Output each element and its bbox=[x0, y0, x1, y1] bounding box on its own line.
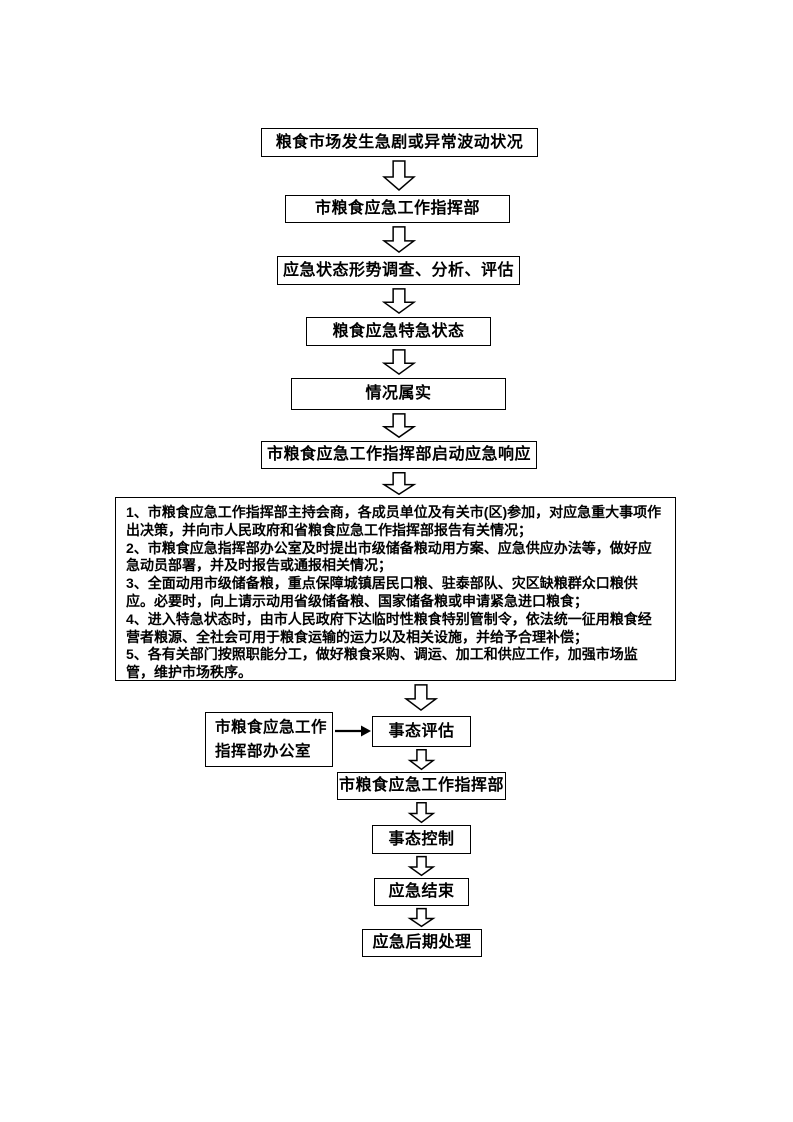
right-arrow-icon bbox=[335, 725, 371, 737]
down-arrow-icon bbox=[405, 684, 437, 711]
response-measures-box: 1、市粮食应急工作指挥部主持会商，各成员单位及有关市(区)参加，对应急重大事项作… bbox=[115, 497, 676, 681]
down-arrow-icon bbox=[383, 288, 415, 314]
flow-node-command-hq-2: 市粮食应急工作指挥部 bbox=[337, 772, 506, 800]
down-arrow-icon bbox=[383, 160, 415, 191]
flow-node-post-processing: 应急后期处理 bbox=[362, 929, 482, 957]
flow-node-urgent-state: 粮食应急特急状态 bbox=[306, 317, 491, 346]
flow-node-emergency-end: 应急结束 bbox=[374, 878, 469, 906]
down-arrow-icon bbox=[383, 413, 415, 438]
response-measure-item: 2、市粮食应急指挥部办公室及时提出市级储备粮动用方案、应急供应办法等，做好应急动… bbox=[126, 539, 652, 574]
flow-node-command-hq: 市粮食应急工作指挥部 bbox=[285, 195, 510, 223]
down-arrow-icon bbox=[409, 856, 434, 876]
flow-node-situation-verified: 情况属实 bbox=[291, 378, 506, 410]
flow-node-event-control: 事态控制 bbox=[372, 825, 471, 854]
down-arrow-icon bbox=[409, 802, 434, 823]
response-measure-item: 5、各有关部门按照职能分工，做好粮食采购、调运、加工和供应工作，加强市场监管，维… bbox=[126, 646, 638, 681]
flow-node-event-evaluation: 事态评估 bbox=[372, 716, 471, 747]
response-measure-item: 1、市粮食应急工作指挥部主持会商，各成员单位及有关市(区)参加，对应急重大事项作… bbox=[126, 504, 662, 538]
flow-node-market-fluctuation: 粮食市场发生急剧或异常波动状况 bbox=[261, 128, 538, 157]
down-arrow-icon bbox=[383, 472, 415, 495]
down-arrow-icon bbox=[383, 349, 415, 375]
down-arrow-icon bbox=[409, 749, 434, 770]
down-arrow-icon bbox=[409, 908, 434, 927]
flow-node-hq-office: 市粮食应急工作指挥部办公室 bbox=[205, 712, 333, 767]
response-measure-item: 4、进入特急状态时，由市人民政府下达临时性粮食特别管制令，依法统一征用粮食经营者… bbox=[126, 610, 652, 645]
down-arrow-icon bbox=[383, 226, 415, 253]
response-measure-item: 3、全面动用市级储备粮，重点保障城镇居民口粮、驻泰部队、灾区缺粮群众口粮供应。必… bbox=[126, 575, 638, 609]
flow-node-situation-investigation: 应急状态形势调查、分析、评估 bbox=[277, 256, 520, 285]
flow-node-activate-response: 市粮食应急工作指挥部启动应急响应 bbox=[261, 441, 537, 469]
